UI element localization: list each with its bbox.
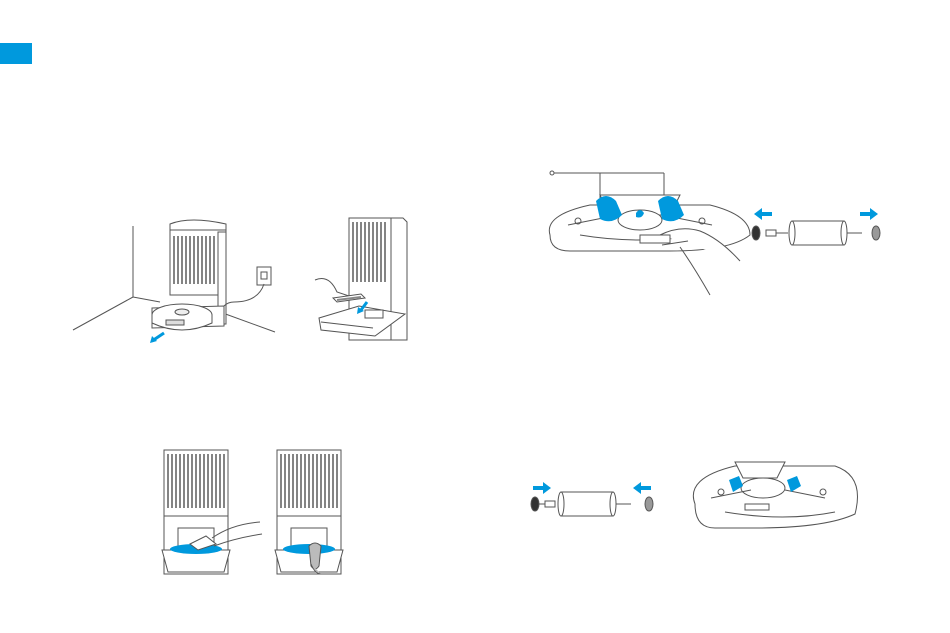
illustration-dock-unplug [70,212,290,347]
illustration-wash-tray-wipe [160,446,265,576]
illustration-wash-tray-scrub [273,446,353,576]
wash-tray-wipe-drawing [160,446,265,576]
illustration-roller-remove [540,165,890,300]
illustration-roller-reinstall [525,458,865,538]
right-arrow-icon [860,208,878,220]
left-arrow-icon [633,482,651,494]
dock-ramp-drawing [305,212,415,347]
roller-remove-drawing [540,165,890,300]
right-arrow-icon [533,482,551,494]
left-arrow-icon [754,208,772,220]
dock-unplug-drawing [70,212,290,347]
roller-reinstall-drawing [525,458,865,538]
page-tab-marker [0,43,32,64]
illustration-dock-ramp-clean [305,212,415,347]
wash-tray-scrub-drawing [273,446,353,576]
